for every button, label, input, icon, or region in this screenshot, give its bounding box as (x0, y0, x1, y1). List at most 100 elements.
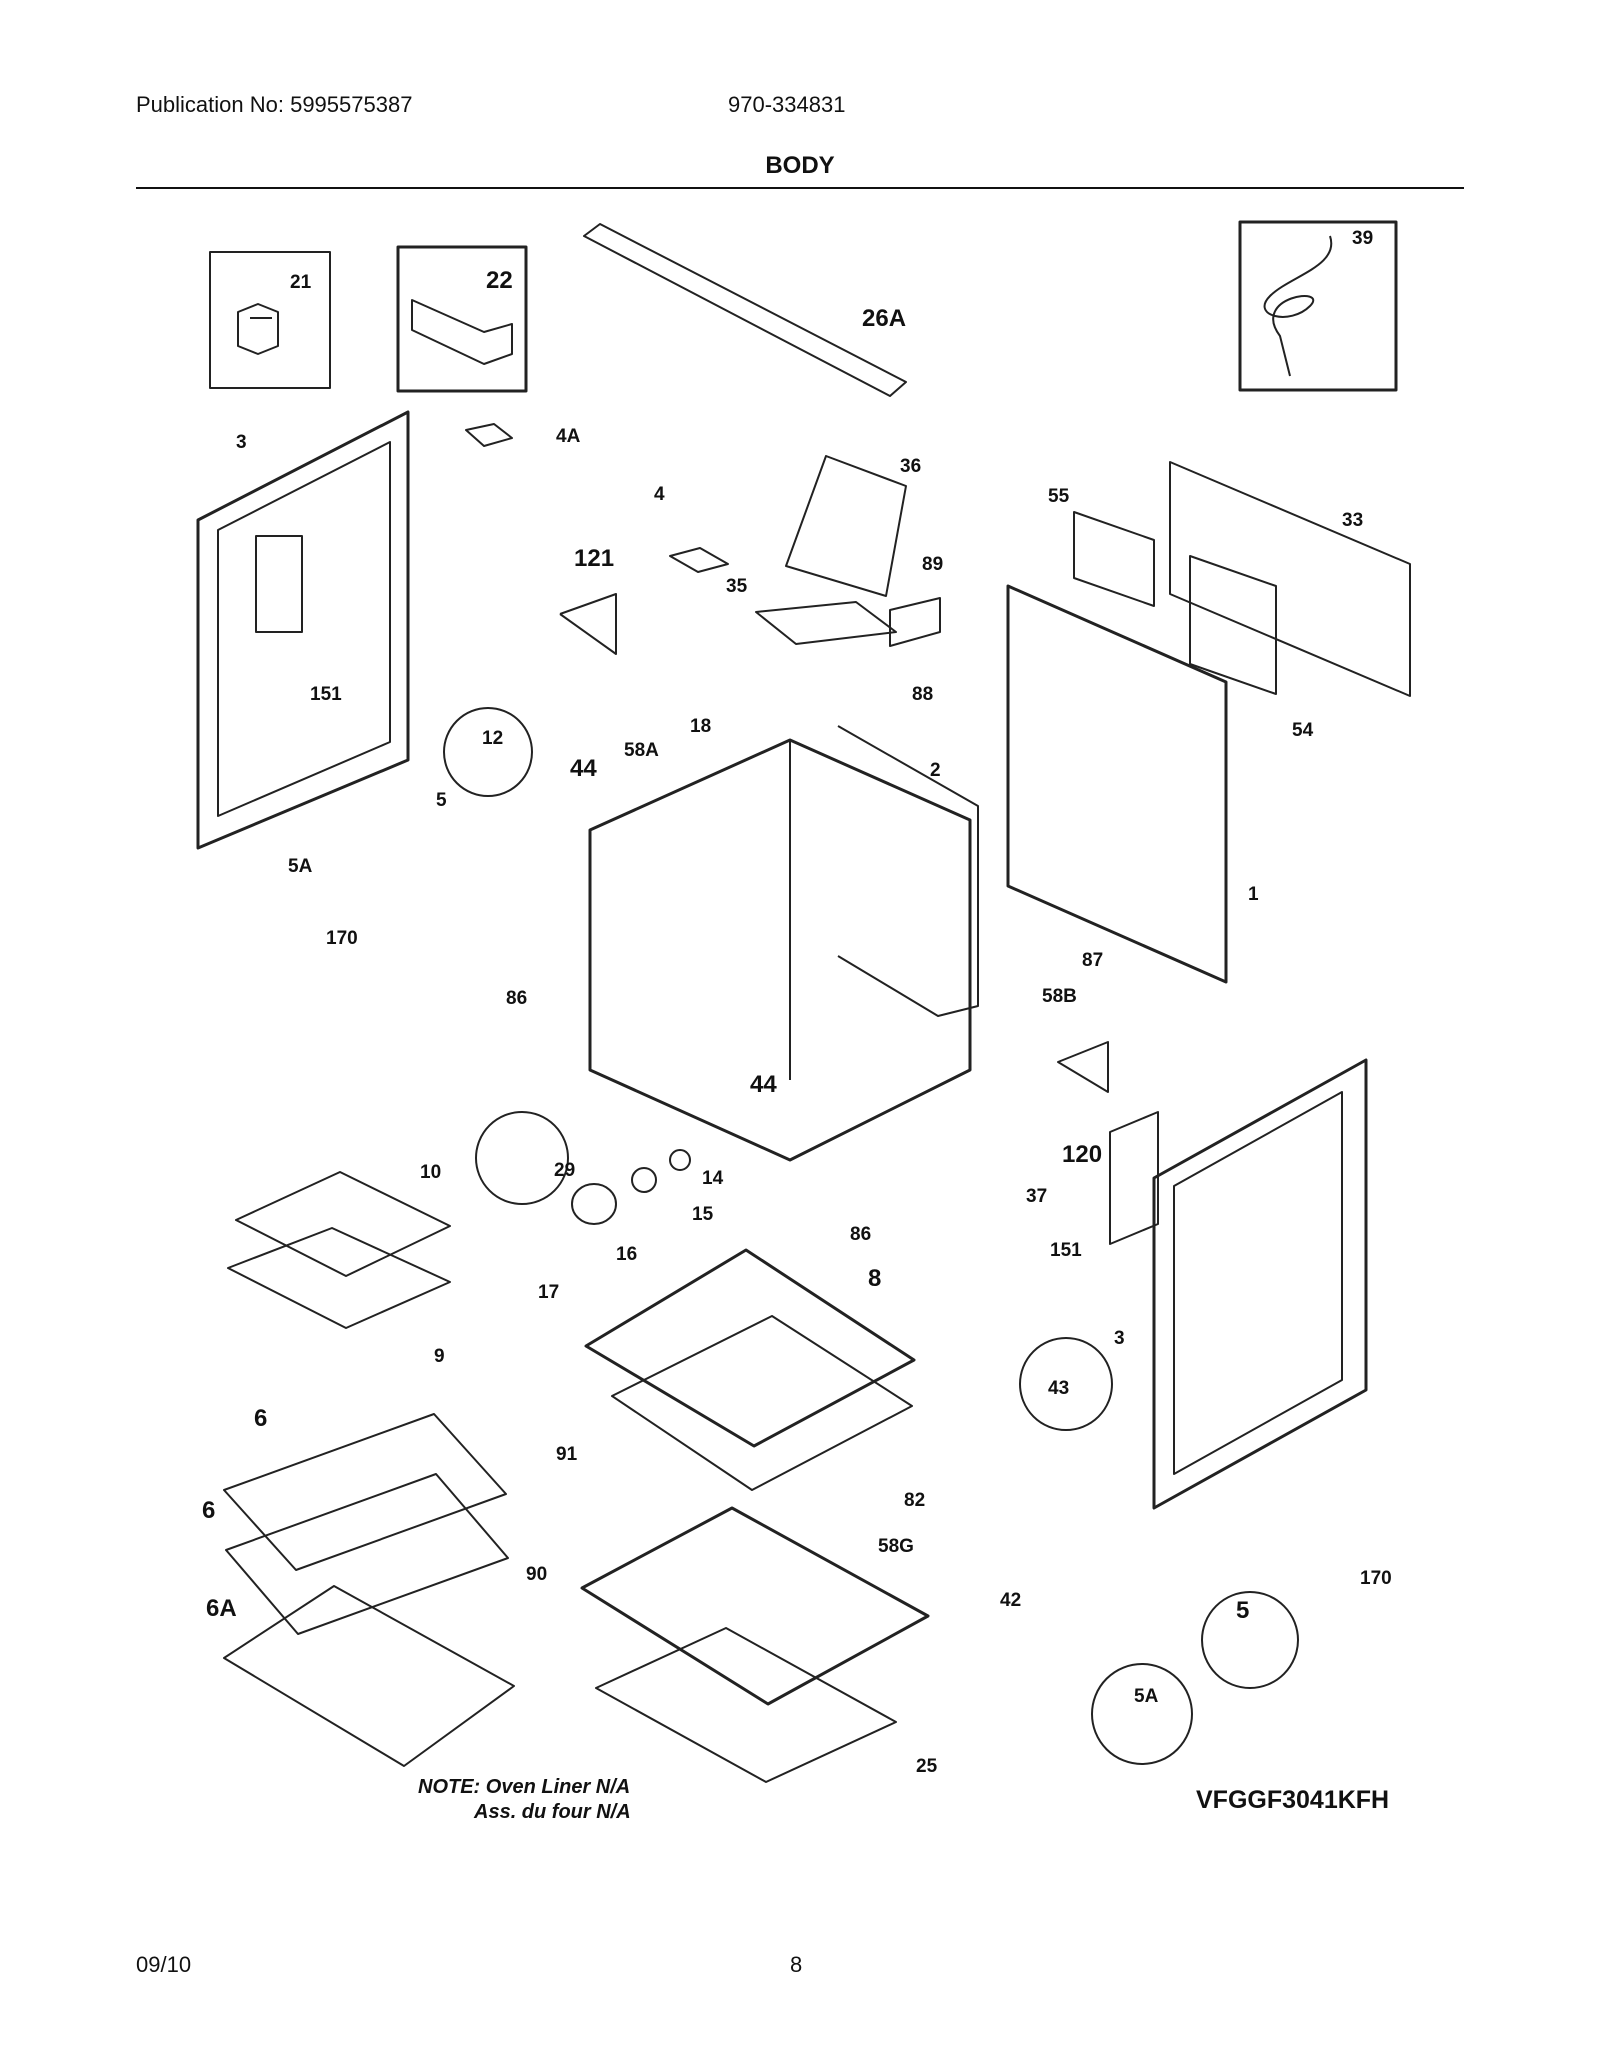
part-33-back-cover (1169, 461, 1411, 697)
callout-44: 44 (570, 755, 597, 782)
part-12-detail (443, 707, 533, 797)
callout-39: 39 (1352, 228, 1373, 249)
part-151-right-bracket (1109, 1111, 1159, 1245)
part-21 (237, 303, 279, 355)
part-36-hood (785, 455, 907, 597)
part-8-oven-bottom (584, 1248, 916, 1448)
callout-5a: 5A (1134, 1686, 1159, 1707)
inset-box-39 (1238, 220, 1398, 392)
footer-date: 09/10 (136, 1952, 192, 1977)
callout-17: 17 (538, 1282, 559, 1303)
callout-26a: 26A (862, 305, 906, 332)
callout-151: 151 (1050, 1240, 1082, 1261)
callout-55: 55 (1048, 486, 1070, 507)
callout-4a: 4A (556, 426, 581, 447)
part-89-bracket (889, 597, 941, 647)
part-120-bracket (1057, 1041, 1109, 1093)
callout-2: 2 (930, 760, 941, 781)
inset-box-22 (396, 245, 528, 393)
part-9-broiler-pan (227, 1227, 451, 1329)
part-39-cord (1263, 235, 1333, 377)
section-title: BODY (765, 152, 835, 179)
callout-10: 10 (420, 1162, 441, 1183)
part-121-bracket (559, 593, 617, 655)
callout-86: 86 (850, 1224, 871, 1245)
callout-3: 3 (1114, 1328, 1125, 1349)
callout-14: 14 (702, 1168, 724, 1189)
part-82-shield (611, 1315, 913, 1491)
part-35-plate (755, 601, 897, 645)
part-6-rack-lower (225, 1473, 509, 1635)
callout-29: 29 (554, 1160, 575, 1181)
part-3-right-inner (1173, 1091, 1343, 1475)
callout-35: 35 (726, 576, 748, 597)
part-4 (669, 547, 729, 573)
footer-page-number: 8 (790, 1952, 803, 1977)
callout-21: 21 (290, 272, 312, 293)
publication-number: Publication No: 5995575387 (136, 92, 413, 117)
inset-box-21 (209, 251, 331, 389)
part-42-drawer-body (580, 1506, 930, 1706)
callout-8: 8 (868, 1265, 881, 1292)
note-oven-liner-en: NOTE: Oven Liner N/A (418, 1776, 631, 1798)
callout-33: 33 (1342, 510, 1363, 531)
part-22 (411, 299, 513, 365)
callout-6: 6 (202, 1497, 215, 1524)
part-6-rack-upper (223, 1413, 507, 1571)
document-number: 970-334831 (728, 92, 846, 117)
callout-6a: 6A (206, 1595, 237, 1622)
part-15-bulb (631, 1167, 657, 1193)
callout-22: 22 (486, 267, 513, 294)
callout-25: 25 (916, 1756, 938, 1777)
callout-54: 54 (1292, 720, 1314, 741)
part-25-panel (595, 1627, 897, 1783)
callout-37: 37 (1026, 1186, 1047, 1207)
callout-18: 18 (690, 716, 711, 737)
part-54-panel (1189, 555, 1277, 695)
callout-42: 42 (1000, 1590, 1021, 1611)
callout-151: 151 (310, 684, 342, 705)
callout-1: 1 (1248, 884, 1259, 905)
callout-6: 6 (254, 1405, 267, 1432)
callout-5: 5 (1236, 1597, 1249, 1624)
part-58a-oven-body (588, 738, 972, 1162)
callout-170: 170 (326, 928, 358, 949)
callout-86: 86 (506, 988, 527, 1009)
part-26a-brace (583, 223, 907, 397)
part-16-lens (571, 1183, 617, 1225)
callout-3: 3 (236, 432, 247, 453)
callout-44: 44 (750, 1071, 777, 1098)
part-55-panel (1073, 511, 1155, 607)
callout-87: 87 (1082, 950, 1103, 971)
callout-82: 82 (904, 1490, 925, 1511)
callout-15: 15 (692, 1204, 714, 1225)
callout-58b: 58B (1042, 986, 1077, 1007)
model-number: VFGGF3041KFH (1196, 1786, 1390, 1814)
part-5-detail (1201, 1591, 1299, 1689)
callout-58a: 58A (624, 740, 659, 761)
part-58b-insulation (837, 725, 979, 1017)
part-6a-rack (223, 1585, 515, 1767)
callout-121: 121 (574, 545, 614, 572)
part-4a (465, 423, 513, 447)
callout-58g: 58G (878, 1536, 914, 1557)
callout-120: 120 (1062, 1141, 1102, 1168)
part-151-left-bracket (255, 535, 303, 633)
callout-90: 90 (526, 1564, 547, 1585)
part-1-back-panel (1006, 584, 1228, 984)
part-14-socket (669, 1149, 691, 1171)
callout-5: 5 (436, 790, 447, 811)
part-29-detail (475, 1111, 569, 1205)
callout-16: 16 (616, 1244, 637, 1265)
part-3-left-inner (217, 441, 391, 817)
callout-91: 91 (556, 1444, 578, 1465)
part-43-detail (1019, 1337, 1113, 1431)
callout-4: 4 (654, 484, 665, 505)
callout-36: 36 (900, 456, 921, 477)
note-oven-liner-fr: Ass. du four N/A (474, 1801, 631, 1823)
part-3-left-side-panel (196, 410, 410, 850)
header-rule (136, 187, 1464, 189)
part-3-right-side-panel (1152, 1058, 1368, 1510)
